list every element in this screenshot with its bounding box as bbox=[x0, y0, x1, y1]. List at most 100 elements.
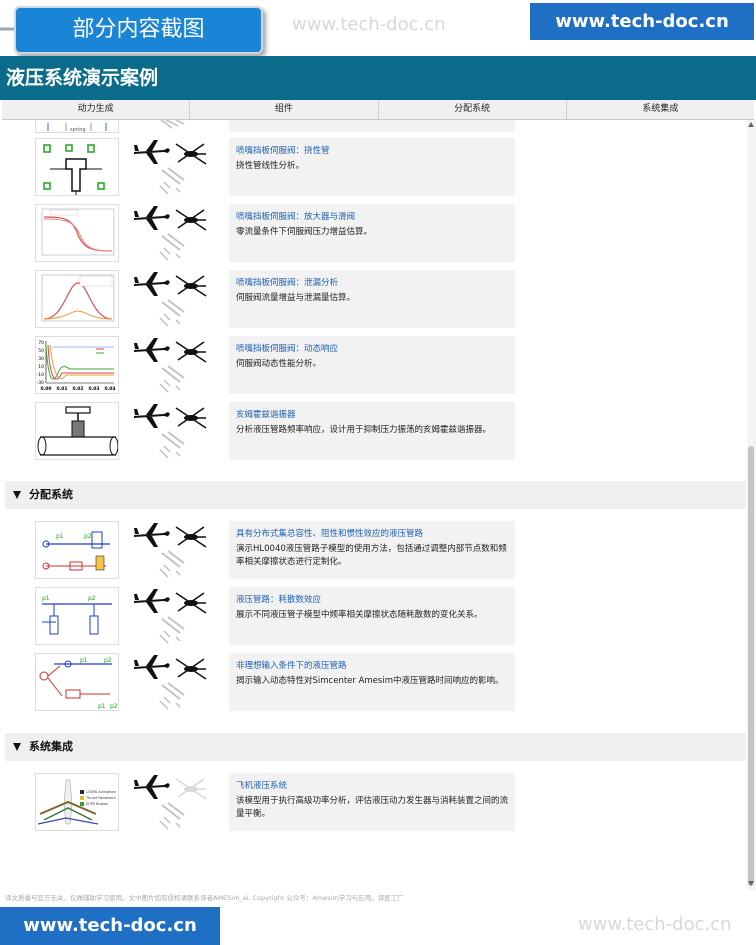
section-distribution[interactable]: 分配系统 bbox=[5, 481, 746, 509]
platform-icons bbox=[130, 587, 215, 645]
example-thumbnail[interactable] bbox=[35, 402, 119, 460]
section-title: 系统集成 bbox=[29, 740, 73, 753]
port-label: p2 bbox=[104, 657, 112, 664]
example-description: 喷嘴挡板伺服阀：挠性管挠性管线性分析。 bbox=[229, 138, 515, 196]
port-label: p2 bbox=[84, 533, 92, 540]
section-system-integration[interactable]: 系统集成 bbox=[5, 733, 746, 761]
tab-components[interactable]: 组件 bbox=[190, 100, 379, 119]
example-description: 非理想输入条件下的液压管路揭示输入动态特性对Simcenter Amesim中液… bbox=[229, 653, 515, 711]
example-description-text: 零流量条件下伺服阀压力增益估算。 bbox=[236, 227, 373, 237]
example-description-text: 该模型用于执行高级功率分析，评估液压动力发生器与消耗装置之间的流量平衡。 bbox=[236, 796, 509, 819]
list-item: 喷嘴挡板伺服阀：泄漏分析伺服阀流量增益与泄漏量估算。 bbox=[0, 270, 740, 328]
list-item: 喷嘴挡板伺服阀：挠性管挠性管线性分析。 bbox=[0, 138, 740, 196]
helicopter-icon bbox=[175, 143, 207, 165]
scroll-up-arrow-icon[interactable] bbox=[748, 122, 754, 127]
legend-label: ECPS Brakes bbox=[86, 802, 108, 806]
partial-thumbnail[interactable]: spring bbox=[35, 120, 119, 133]
airplane-icon bbox=[134, 206, 170, 230]
site-link-bottom[interactable]: www.tech-doc.cn bbox=[0, 907, 220, 945]
y-tick-label: -30 bbox=[37, 380, 44, 386]
satellite-icon bbox=[159, 550, 185, 578]
collapse-triangle-icon[interactable] bbox=[13, 743, 21, 751]
example-title-link[interactable]: 喷嘴挡板伺服阀：泄漏分析 bbox=[236, 278, 339, 288]
example-thumbnail[interactable] bbox=[35, 270, 119, 328]
section-title: 分配系统 bbox=[29, 488, 73, 501]
port-label: p2 bbox=[110, 703, 118, 710]
scrollbar-thumb[interactable] bbox=[748, 446, 754, 886]
example-title-link[interactable]: 喷嘴挡板伺服阀：放大器与滑阀 bbox=[236, 212, 356, 222]
airplane-icon bbox=[134, 338, 170, 362]
example-thumbnail[interactable]: p1 p2 bbox=[35, 521, 119, 579]
scroll-down-arrow-icon[interactable] bbox=[748, 881, 754, 886]
satellite-icon bbox=[159, 431, 185, 459]
platform-icons bbox=[130, 270, 215, 328]
y-tick-label: 10 bbox=[38, 364, 44, 370]
airplane-icon bbox=[134, 775, 170, 799]
x-tick-label: 0.03 bbox=[88, 386, 99, 392]
example-description: 飞机液压系统该模型用于执行高级功率分析，评估液压动力发生器与消耗装置之间的流量平… bbox=[229, 773, 515, 831]
example-title-link[interactable]: 非理想输入条件下的液压管路 bbox=[236, 661, 347, 671]
y-tick-label: -10 bbox=[37, 372, 44, 378]
platform-icons bbox=[130, 773, 215, 831]
satellite-icon bbox=[159, 802, 185, 830]
satellite-icon bbox=[159, 233, 185, 261]
example-thumbnail[interactable]: p1 p2 p1 p2 bbox=[35, 653, 119, 711]
platform-icons bbox=[130, 204, 215, 262]
example-description: 喷嘴挡板伺服阀：泄漏分析伺服阀流量增益与泄漏量估算。 bbox=[229, 270, 515, 328]
example-title-link[interactable]: 喷嘴挡板伺服阀：挠性管 bbox=[236, 146, 330, 156]
example-description-text: 演示HL0040液压管路子模型的使用方法，包括通过调整内部节点数和频率相关摩擦状… bbox=[236, 544, 507, 567]
satellite-icon bbox=[160, 120, 185, 129]
example-description: 亥姆霍兹谐振器分析液压管路频率响应，设计用于抑制压力振荡的亥姆霍兹谐振器。 bbox=[229, 402, 515, 460]
airplane-icon bbox=[134, 655, 170, 679]
helicopter-icon bbox=[175, 341, 207, 363]
platform-icons bbox=[130, 402, 215, 460]
port-label: p1 bbox=[42, 595, 50, 602]
example-thumbnail[interactable] bbox=[35, 204, 119, 262]
collapse-triangle-icon[interactable] bbox=[13, 491, 21, 499]
example-thumbnail[interactable]: p1 p2 bbox=[35, 587, 119, 645]
copyright-note: 译文质量与官方无关，仅做辅助学习使用。文中图片如有侵权请联系译者AMESim_a… bbox=[5, 894, 404, 902]
platform-icons bbox=[130, 336, 215, 394]
example-title-link[interactable]: 具有分布式集总容性、阻性和惯性效应的液压管路 bbox=[236, 529, 424, 539]
tab-power-generation[interactable]: 动力生成 bbox=[2, 100, 191, 119]
example-title-link[interactable]: 喷嘴挡板伺服阀：动态响应 bbox=[236, 344, 339, 354]
airplane-icon bbox=[134, 272, 170, 296]
list-item: p1 p2 液压管路：耗散数效应展示不同液压管子模型中频率相关摩擦状态随耗散数的… bbox=[0, 587, 740, 645]
satellite-icon bbox=[159, 365, 185, 393]
crop-label: 部分内容截图 bbox=[14, 6, 263, 54]
example-title-link[interactable]: 液压管路：耗散数效应 bbox=[236, 595, 322, 605]
example-description-text: 分析液压管路频率响应，设计用于抑制压力振荡的亥姆霍兹谐振器。 bbox=[236, 425, 492, 435]
legend-label: Thrust Reversers bbox=[85, 796, 116, 800]
y-tick-label: 50 bbox=[38, 348, 44, 354]
x-tick-label: 0.04 bbox=[104, 386, 115, 392]
legend-label: LGSPA Activation bbox=[86, 790, 116, 794]
airplane-icon bbox=[134, 404, 170, 428]
list-item: p1 p2 p1 p2 非理想输入条件下的液压管路揭示输入动态特性对Simcen… bbox=[0, 653, 740, 711]
example-title-link[interactable]: 亥姆霍兹谐振器 bbox=[236, 410, 296, 420]
example-description-text: 伺服阀动态性能分析。 bbox=[236, 359, 322, 369]
site-link-top[interactable]: www.tech-doc.cn bbox=[530, 3, 754, 40]
example-thumbnail[interactable] bbox=[35, 138, 119, 196]
page-title: 液压系统演示案例 bbox=[0, 56, 756, 100]
tab-distribution[interactable]: 分配系统 bbox=[379, 100, 567, 119]
tab-system-integration[interactable]: 系统集成 bbox=[642, 104, 679, 114]
helicopter-icon bbox=[175, 275, 207, 297]
example-title-link[interactable]: 飞机液压系统 bbox=[236, 781, 288, 791]
port-label: p1 bbox=[98, 703, 106, 710]
platform-icons bbox=[130, 653, 215, 711]
y-tick-label: 30 bbox=[38, 356, 44, 362]
x-tick-label: 0.02 bbox=[72, 386, 83, 392]
x-tick-label: 0.01 bbox=[56, 386, 67, 392]
satellite-icon bbox=[159, 616, 185, 644]
example-description-text: 挠性管线性分析。 bbox=[236, 161, 305, 171]
port-label: p2 bbox=[88, 595, 96, 602]
list-item: p1 p2 具有分布式集总容性、阻性和惯性效应的液压管路演示HL0040液压管路… bbox=[0, 521, 740, 579]
satellite-icon bbox=[159, 167, 185, 195]
vertical-scrollbar[interactable] bbox=[747, 120, 756, 890]
x-tick-label: 0.00 bbox=[40, 386, 51, 392]
example-description: 液压管路：耗散数效应展示不同液压管子模型中频率相关摩擦状态随耗散数的变化关系。 bbox=[229, 587, 515, 645]
